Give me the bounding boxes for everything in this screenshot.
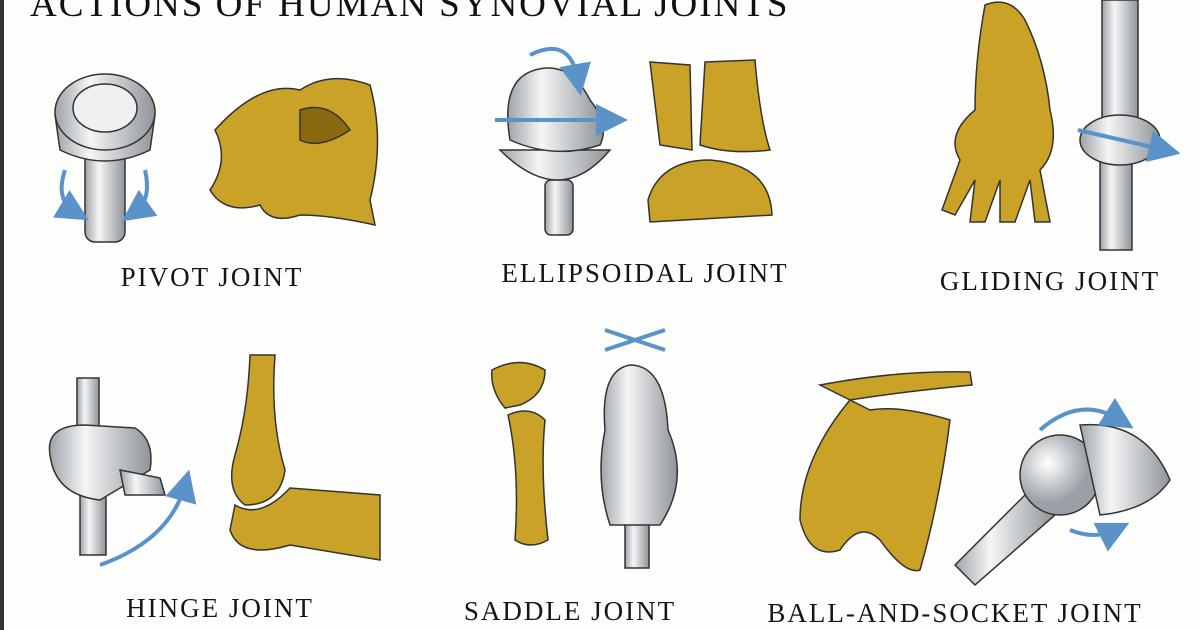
label-ellipsoidal-joint: ELLIPSOIDAL JOINT <box>501 258 789 288</box>
label-pivot-joint: PIVOT JOINT <box>120 262 304 292</box>
gliding-model <box>1077 0 1181 251</box>
ball-socket-model <box>953 397 1171 587</box>
saddle-model <box>600 328 679 569</box>
gliding-bone <box>941 1 1055 223</box>
pivot-model <box>53 73 158 243</box>
hinge-model <box>48 377 197 567</box>
ball-socket-bone <box>799 371 973 572</box>
label-hinge-joint: HINGE JOINT <box>126 593 314 623</box>
pivot-bone <box>209 77 379 226</box>
ellipsoidal-model <box>495 46 628 236</box>
saddle-bone <box>491 361 549 546</box>
label-gliding-joint: GLIDING JOINT <box>939 266 1161 296</box>
page-edge <box>0 0 4 630</box>
diagram-title: ACTIONS OF HUMAN SYNOVIAL JOINTS <box>30 0 790 25</box>
ellipsoidal-bone <box>647 59 773 223</box>
label-ball-and-socket-joint: BALL-AND-SOCKET JOINT <box>767 598 1143 628</box>
label-saddle-joint: SADDLE JOINT <box>463 596 677 626</box>
hinge-bone <box>229 354 381 561</box>
